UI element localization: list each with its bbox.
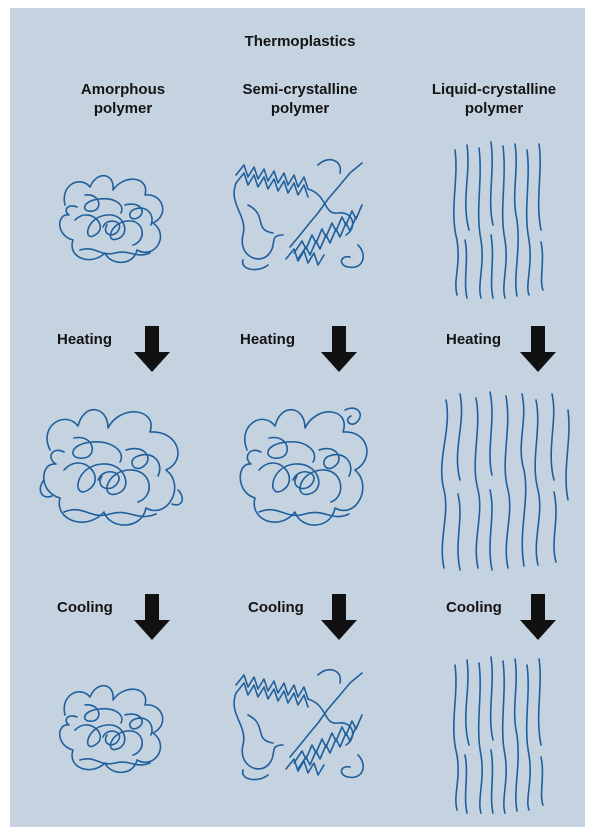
cooling-arrow-semi-crystalline-down-arrow-icon (319, 594, 359, 640)
heating-label-semi-crystalline: Heating (240, 330, 295, 349)
cooling-label-liquid-crystalline: Cooling (446, 598, 502, 617)
column-heading-liquid-crystalline-line1: Liquid-crystalline (432, 80, 556, 99)
liquid-crystalline-polymer-cooled-chains (445, 655, 555, 815)
heating-arrow-semi-crystalline-down-arrow-icon (319, 326, 359, 372)
amorphous-polymer-solid-chains (55, 165, 175, 270)
heating-arrow-liquid-crystalline-down-arrow-icon (518, 326, 558, 372)
amorphous-polymer-melt-chains (38, 400, 188, 535)
cooling-label-semi-crystalline: Cooling (248, 598, 304, 617)
semi-crystalline-polymer-solid-chains (228, 155, 378, 280)
heating-label-amorphous: Heating (57, 330, 112, 349)
column-heading-semi-crystalline-line2: polymer (242, 99, 357, 118)
column-heading-liquid-crystalline: Liquid-crystalline polymer (432, 80, 556, 118)
column-heading-semi-crystalline: Semi-crystalline polymer (242, 80, 357, 118)
semi-crystalline-polymer-cooled-chains (228, 665, 378, 790)
diagram-title: Thermoplastics (245, 32, 356, 51)
cooling-arrow-amorphous-down-arrow-icon (132, 594, 172, 640)
cooling-arrow-liquid-crystalline-down-arrow-icon (518, 594, 558, 640)
heating-label-liquid-crystalline: Heating (446, 330, 501, 349)
liquid-crystalline-polymer-solid-chains (445, 140, 555, 300)
cooling-label-amorphous: Cooling (57, 598, 113, 617)
liquid-crystalline-polymer-melt-chains (430, 390, 575, 575)
heating-arrow-amorphous-down-arrow-icon (132, 326, 172, 372)
column-heading-amorphous-line1: Amorphous (81, 80, 165, 99)
semi-crystalline-polymer-melt-chains (235, 400, 375, 535)
column-heading-amorphous: Amorphous polymer (81, 80, 165, 118)
column-heading-amorphous-line2: polymer (81, 99, 165, 118)
column-heading-liquid-crystalline-line2: polymer (432, 99, 556, 118)
column-heading-semi-crystalline-line1: Semi-crystalline (242, 80, 357, 99)
amorphous-polymer-cooled-chains (55, 675, 175, 780)
